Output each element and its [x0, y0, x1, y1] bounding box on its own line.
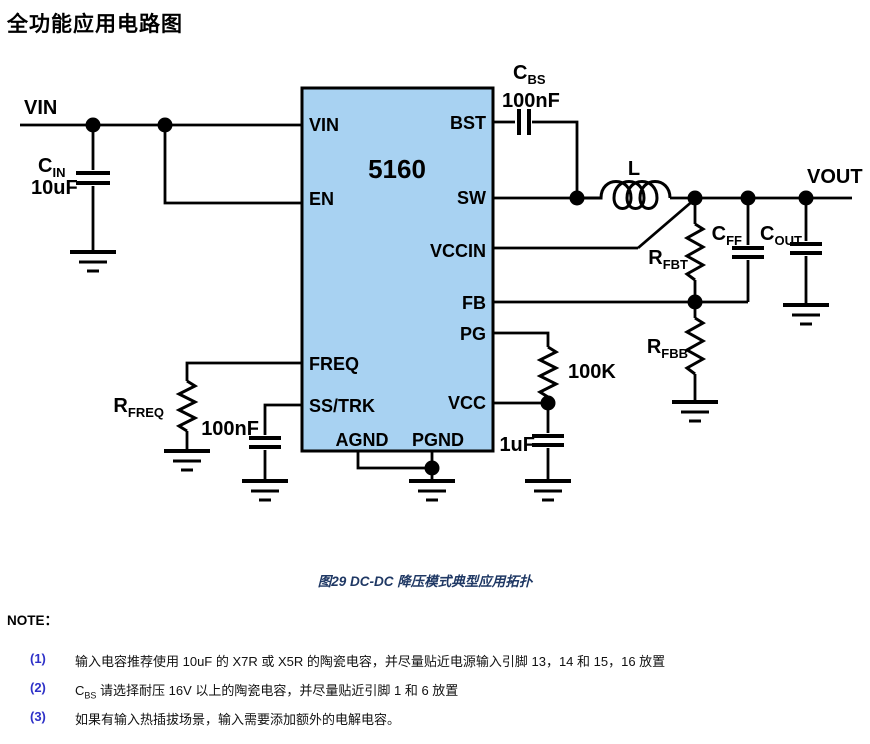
pin-vcc: VCC: [448, 393, 486, 413]
wire-sstrk: [263, 403, 302, 435]
rfbt-ref-label: RFBT: [648, 247, 688, 272]
cvcc-capacitor: 1uF: [499, 403, 564, 481]
wire-pg: [493, 331, 550, 347]
rfreq-resistor: RFREQ: [113, 379, 199, 451]
ground-symbol: [242, 479, 288, 502]
note-text-prefix: C: [75, 683, 85, 698]
inductor-l: L: [577, 158, 672, 210]
chip-name: 5160: [368, 154, 426, 184]
wire-agnd: [356, 451, 432, 470]
note-heading: NOTE：: [7, 613, 59, 628]
note-number: (1): [30, 651, 46, 666]
junction-dot: [740, 190, 756, 206]
junction-dot: [424, 460, 440, 476]
ic-5160: 5160 VIN EN FREQ SS/TRK BST SW VCCIN FB …: [300, 86, 495, 453]
note-item-2: (2) CBS 请选择耐压 16V 以上的陶瓷电容，并尽量贴近引脚 1 和 6 …: [0, 680, 860, 701]
rfbt-resistor: RFBT: [648, 198, 707, 302]
wire-en-branch: [163, 125, 302, 205]
note-number: (3): [30, 709, 46, 724]
pin-pg: PG: [460, 324, 486, 344]
ground-symbol: [409, 479, 455, 502]
junction-dot: [687, 190, 703, 206]
rpg-value-label: 100K: [568, 361, 616, 383]
junction-dot: [569, 190, 585, 206]
res-zigzag: [175, 379, 199, 433]
page-title: 全功能应用电路图: [7, 13, 183, 36]
pin-en: EN: [309, 189, 334, 209]
cvcc-value-label: 1uF: [499, 434, 535, 456]
pin-fb: FB: [462, 293, 486, 313]
res-zigzag: [683, 222, 707, 282]
pin-sw: SW: [457, 188, 486, 208]
ground-symbol: [70, 250, 116, 273]
css-capacitor: 100nF: [201, 418, 281, 481]
ground-symbol: [164, 449, 210, 472]
pin-bst: BST: [450, 113, 486, 133]
cbs-value-label: 100nF: [502, 90, 560, 112]
junction-dot: [540, 395, 556, 411]
cbs-capacitor: CBS 100nF: [502, 62, 560, 135]
note-item-3: (3) 如果有输入热插拔场景，输入需要添加额外的电解电容。: [0, 709, 860, 727]
pin-freq: FREQ: [309, 354, 359, 374]
rfbb-resistor: RFBB: [647, 302, 707, 402]
cff-ref-label: CFF: [712, 223, 742, 248]
vin-net-label: VIN: [24, 97, 57, 119]
junction-dot: [157, 117, 173, 133]
note-number: (2): [30, 680, 46, 695]
junction-dot: [85, 117, 101, 133]
css-value-label: 100nF: [201, 418, 259, 440]
note-text-subscript: BS: [84, 690, 97, 701]
ic-body: [300, 86, 495, 453]
pin-sstrk: SS/TRK: [309, 396, 375, 416]
junction-dot: [798, 190, 814, 206]
cin-value-label: 10uF: [31, 177, 78, 199]
wire-vccin-diagonal: [637, 197, 696, 250]
note-text-main: 请选择耐压 16V 以上的陶瓷电容，并尽量贴近引脚 1 和 6 放置: [96, 683, 459, 698]
pin-pgnd: PGND: [412, 430, 464, 450]
note-text: 如果有输入热插拔场景，输入需要添加额外的电解电容。: [75, 709, 400, 730]
note-text: CBS 请选择耐压 16V 以上的陶瓷电容，并尽量贴近引脚 1 和 6 放置: [75, 680, 458, 701]
vout-net-label: VOUT: [807, 166, 863, 188]
ground-symbol: [672, 400, 718, 423]
cin-capacitor: CIN 10uF: [31, 125, 110, 252]
note-item-1: (1) 输入电容推荐使用 10uF 的 X7R 或 X5R 的陶瓷电容，并尽量贴…: [0, 651, 860, 669]
res-zigzag: [683, 316, 707, 376]
cff-capacitor: CFF: [712, 198, 764, 302]
junction-dots: [85, 117, 814, 476]
note-text-main: 输入电容推荐使用 10uF 的 X7R 或 X5R 的陶瓷电容，并尽量贴近电源输…: [75, 654, 666, 669]
res-zigzag: [536, 345, 560, 399]
ground-symbol: [525, 479, 571, 502]
pin-agnd: AGND: [336, 430, 389, 450]
rfreq-ref-label: RFREQ: [113, 395, 164, 420]
l-ref-label: L: [628, 158, 640, 180]
ground-symbol: [783, 303, 829, 326]
pin-vin: VIN: [309, 115, 339, 135]
coil: [577, 180, 672, 210]
rfbb-ref-label: RFBB: [647, 336, 688, 361]
wire-freq: [185, 361, 302, 381]
note-text-main: 如果有输入热插拔场景，输入需要添加额外的电解电容。: [75, 712, 401, 727]
note-text: 输入电容推荐使用 10uF 的 X7R 或 X5R 的陶瓷电容，并尽量贴近电源输…: [75, 651, 665, 672]
ground-symbols: [70, 250, 829, 502]
figure-caption: 图29 DC-DC 降压模式典型应用拓扑: [317, 574, 533, 589]
circuit-schematic: 5160 VIN EN FREQ SS/TRK BST SW VCCIN FB …: [20, 62, 863, 502]
cout-capacitor: COUT: [760, 198, 822, 305]
wire-bst-to-sw: [532, 120, 579, 198]
cout-ref-label: COUT: [760, 223, 802, 248]
cin-ref-label: CIN: [38, 155, 65, 180]
junction-dot: [687, 294, 703, 310]
rpg-resistor: 100K: [536, 345, 616, 403]
pin-vccin: VCCIN: [430, 241, 486, 261]
cbs-ref-label: CBS: [513, 62, 546, 87]
